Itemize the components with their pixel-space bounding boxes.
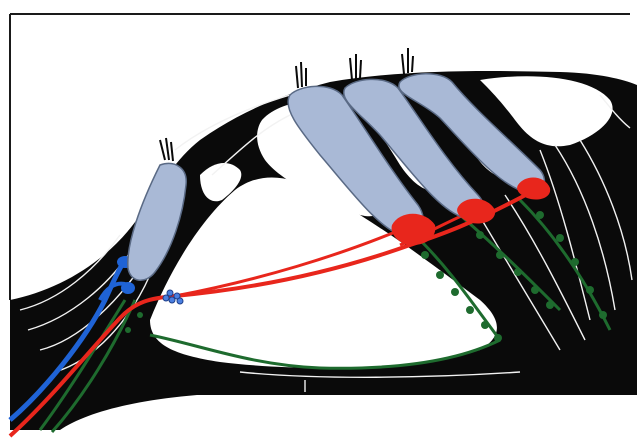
diagram-canvas xyxy=(0,0,637,441)
cochlear-organ-diagram xyxy=(0,0,637,441)
